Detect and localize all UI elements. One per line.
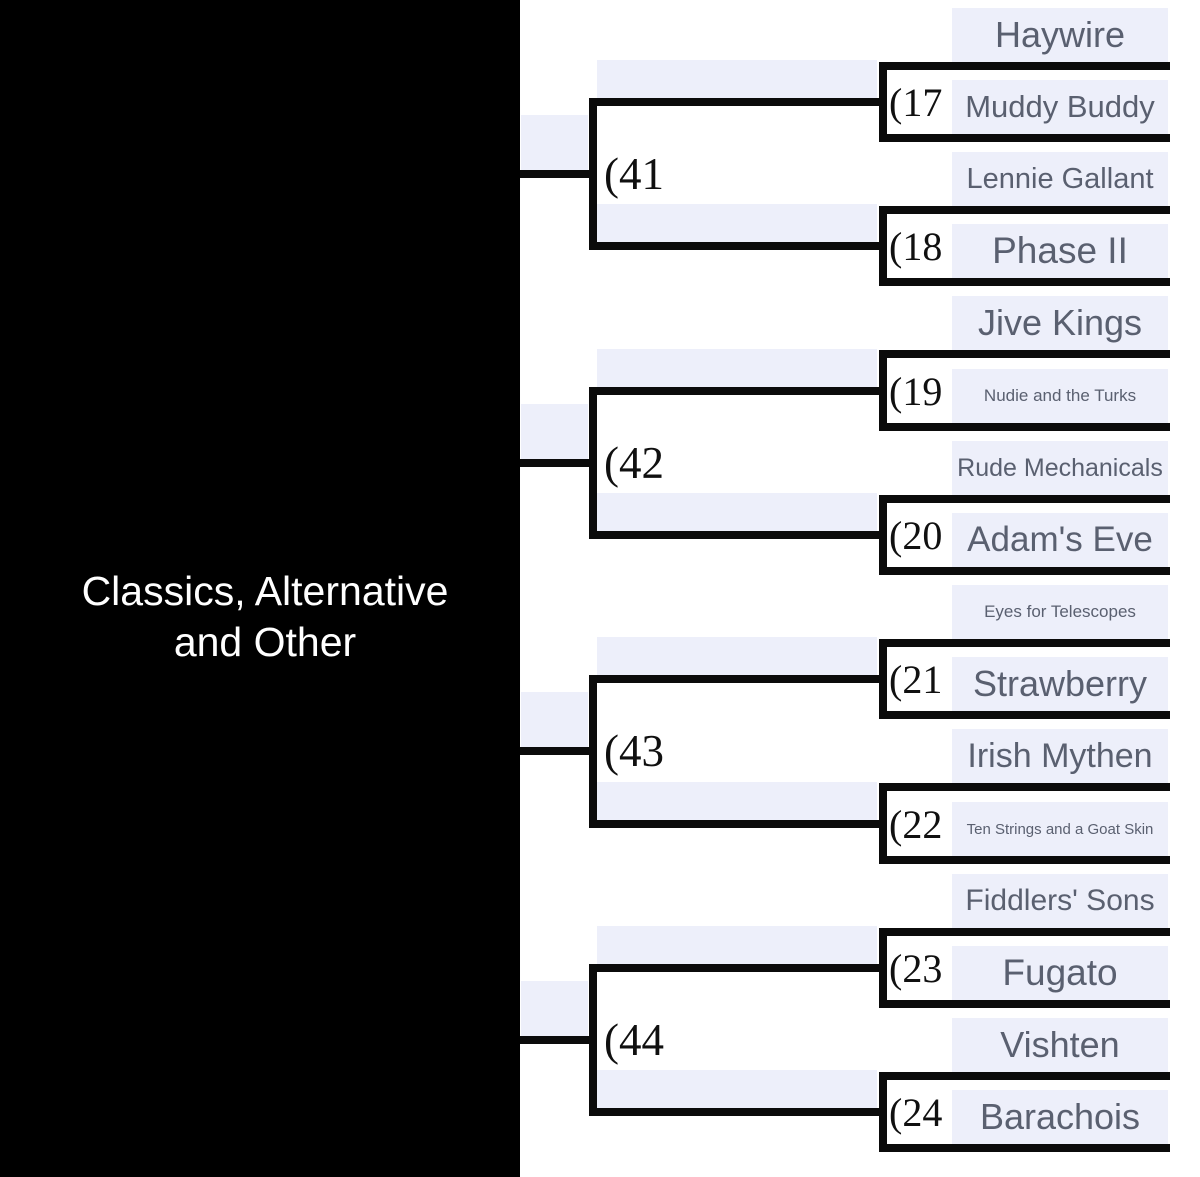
match-top-line xyxy=(879,783,1170,791)
match-bottom-line xyxy=(879,423,1170,431)
team-slot: Vishten xyxy=(952,1018,1168,1072)
round2-winner-slot-empty xyxy=(521,692,588,747)
match-top-line xyxy=(879,350,1170,358)
match-top-line xyxy=(879,639,1170,647)
team-slot: Phase II xyxy=(952,224,1168,278)
team-slot: Eyes for Telescopes xyxy=(952,585,1168,639)
match-bottom-line xyxy=(879,856,1170,864)
match-bottom-line xyxy=(879,1000,1170,1008)
round2-winner-line xyxy=(520,459,597,467)
winner-line xyxy=(589,1108,887,1116)
match-number: (17 xyxy=(889,79,943,125)
match-bottom-line xyxy=(879,1144,1170,1152)
division-title-line2: and Other xyxy=(173,619,357,665)
winner-slot-empty xyxy=(597,926,877,964)
winner-line xyxy=(589,242,887,250)
team-slot: Barachois xyxy=(952,1090,1168,1144)
team-slot: Haywire xyxy=(952,8,1168,62)
match-number: (21 xyxy=(889,656,943,702)
division-panel: Classics, Alternative and Other xyxy=(0,0,520,1177)
team-slot: Fiddlers' Sons xyxy=(952,874,1168,928)
match-bottom-line xyxy=(879,278,1170,286)
match-number: (24 xyxy=(889,1089,943,1135)
round2-winner-line xyxy=(520,170,597,178)
winner-slot-empty xyxy=(597,349,877,387)
match-number: (19 xyxy=(889,368,943,414)
match-top-line xyxy=(879,1072,1170,1080)
match-bottom-line xyxy=(879,711,1170,719)
match-number: (44 xyxy=(604,1015,664,1065)
winner-slot-empty xyxy=(597,1070,877,1108)
winner-line xyxy=(589,964,887,972)
match-number: (41 xyxy=(604,149,664,199)
winner-slot-empty xyxy=(597,782,877,820)
match-bottom-line xyxy=(879,134,1170,142)
match-number: (18 xyxy=(889,223,943,269)
division-title: Classics, Alternative and Other xyxy=(30,566,500,668)
team-slot: Ten Strings and a Goat Skin xyxy=(952,802,1168,856)
winner-line xyxy=(589,387,887,395)
round2-winner-slot-empty xyxy=(521,981,588,1036)
match-number: (20 xyxy=(889,512,943,558)
winner-slot-empty xyxy=(597,493,877,531)
team-slot: Adam's Eve xyxy=(952,513,1168,567)
team-slot: Muddy Buddy xyxy=(952,80,1168,134)
team-slot: Jive Kings xyxy=(952,296,1168,350)
team-slot: Fugato xyxy=(952,946,1168,1000)
round2-winner-line xyxy=(520,747,597,755)
match-number: (22 xyxy=(889,801,943,847)
winner-slot-empty xyxy=(597,60,877,98)
match-top-line xyxy=(879,62,1170,70)
match-number: (23 xyxy=(889,945,943,991)
team-slot: Nudie and the Turks xyxy=(952,369,1168,423)
division-title-line1: Classics, Alternative xyxy=(81,568,449,614)
match-number: (42 xyxy=(604,438,664,488)
winner-line xyxy=(589,820,887,828)
team-slot: Irish Mythen xyxy=(952,729,1168,783)
winner-line xyxy=(589,531,887,539)
winner-slot-empty xyxy=(597,204,877,242)
match-top-line xyxy=(879,495,1170,503)
match-bottom-line xyxy=(879,567,1170,575)
match-number: (43 xyxy=(604,726,664,776)
team-slot: Rude Mechanicals xyxy=(952,441,1168,495)
match-top-line xyxy=(879,206,1170,214)
team-slot: Lennie Gallant xyxy=(952,152,1168,206)
winner-line xyxy=(589,675,887,683)
winner-line xyxy=(589,98,887,106)
team-slot: Strawberry xyxy=(952,657,1168,711)
round2-winner-slot-empty xyxy=(521,404,588,459)
round2-winner-line xyxy=(520,1036,597,1044)
round2-winner-slot-empty xyxy=(521,115,588,170)
winner-slot-empty xyxy=(597,637,877,675)
match-top-line xyxy=(879,928,1170,936)
